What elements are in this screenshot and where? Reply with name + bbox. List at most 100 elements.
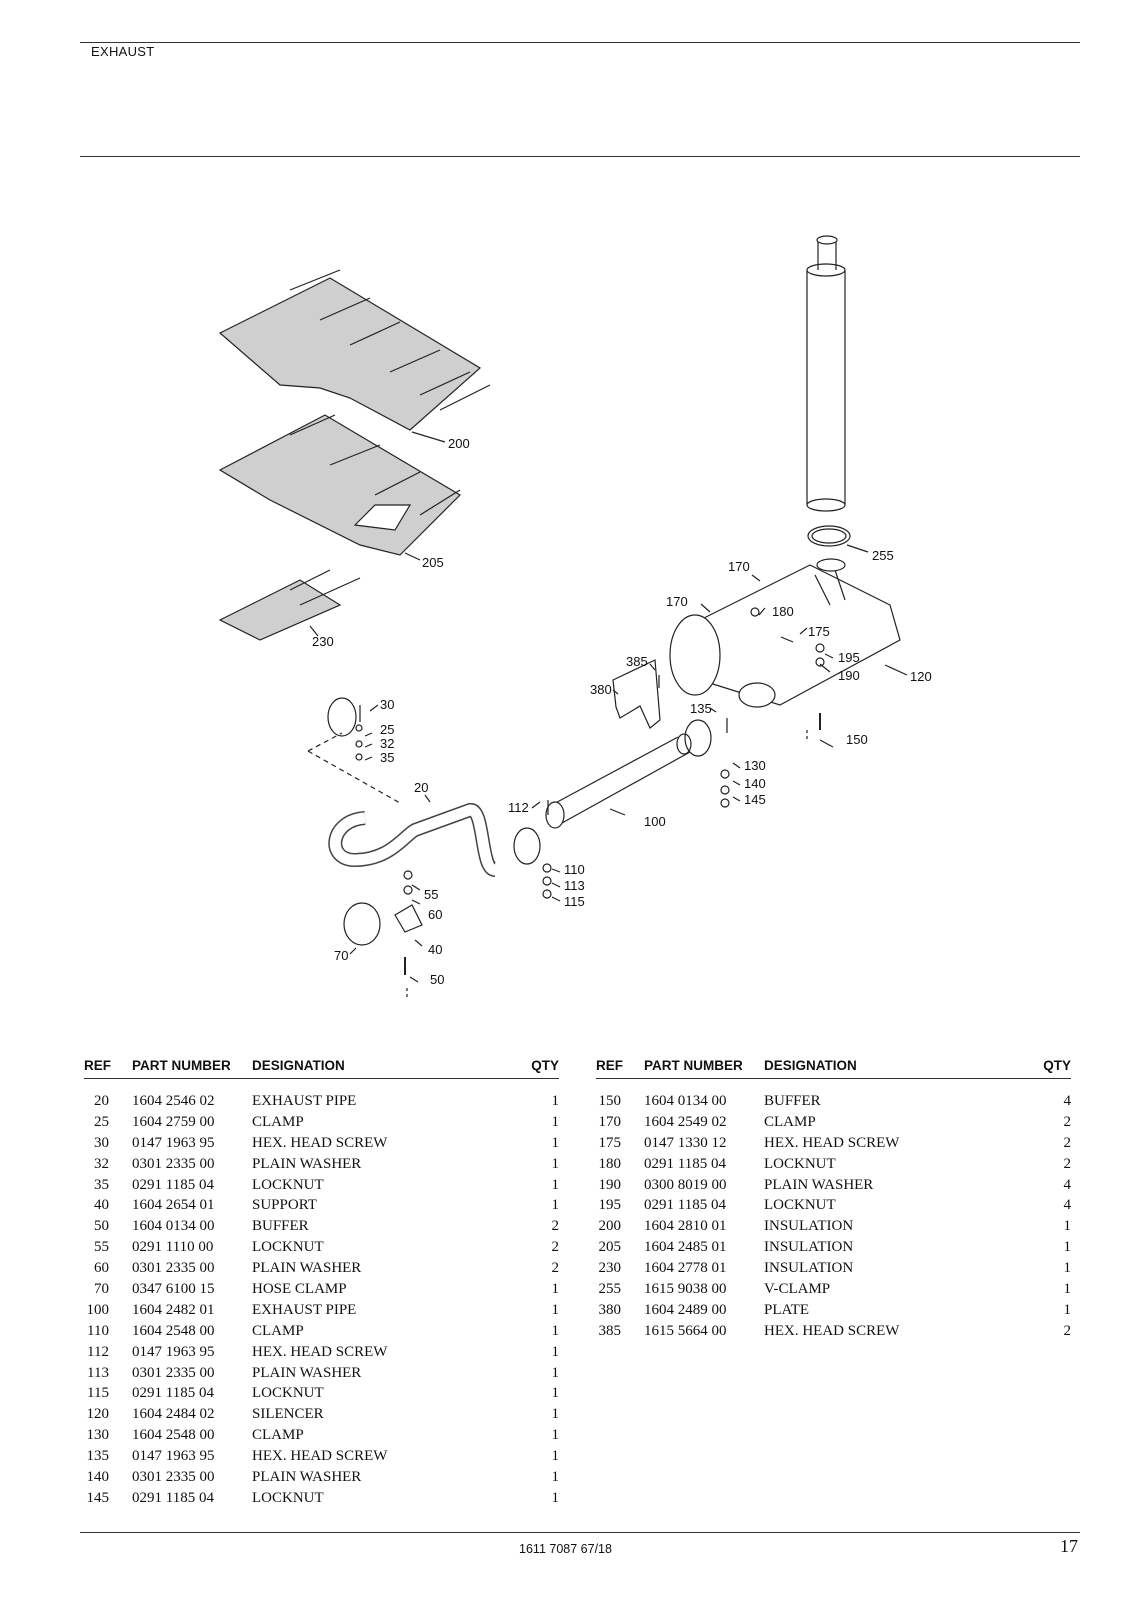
- callout-label: 170: [728, 559, 750, 574]
- ref-cell: 32: [94, 1155, 109, 1172]
- qty-cell: 2: [1063, 1113, 1072, 1130]
- designation-cell: CLAMP: [252, 1322, 304, 1339]
- part-number-cell: 1615 9038 00: [644, 1281, 727, 1298]
- callout-label: 380: [590, 682, 612, 697]
- callout-label: 200: [448, 436, 470, 451]
- qty-cell: 1: [551, 1448, 560, 1465]
- ref-cell: 25: [94, 1113, 109, 1130]
- callout-label: 112: [508, 800, 529, 815]
- callout-label: 30: [380, 697, 394, 712]
- ref-cell: 100: [86, 1301, 110, 1318]
- qty-cell: 1: [551, 1343, 560, 1360]
- qty-cell: 4: [1063, 1093, 1072, 1109]
- callout-label: 170: [666, 594, 688, 609]
- qty-cell: 1: [1063, 1218, 1072, 1235]
- callout-label: 50: [430, 972, 444, 987]
- ref-cell: 195: [598, 1197, 622, 1214]
- designation-cell: INSULATION: [764, 1218, 854, 1235]
- designation-cell: PLAIN WASHER: [764, 1176, 874, 1193]
- designation-cell: HEX. HEAD SCREW: [252, 1343, 388, 1360]
- callout-label: 100: [644, 814, 666, 829]
- qty-cell: 1: [551, 1427, 560, 1444]
- col-ref: REF: [596, 1058, 623, 1073]
- designation-cell: SILENCER: [252, 1406, 324, 1423]
- exploded-parts-diagram: 200 205 230 255 170 170 180 175 195 190 …: [218, 235, 932, 1000]
- header-bottom-rule: [80, 156, 1080, 157]
- part-number-cell: 0147 1963 95: [132, 1448, 215, 1465]
- designation-cell: BUFFER: [764, 1093, 821, 1109]
- qty-cell: 1: [551, 1385, 560, 1402]
- ref-cell: 70: [94, 1281, 109, 1298]
- callout-label: 190: [838, 668, 860, 683]
- qty-cell: 1: [551, 1176, 560, 1193]
- designation-cell: PLAIN WASHER: [252, 1260, 362, 1277]
- ref-cell: 205: [598, 1239, 622, 1256]
- ref-cell: 112: [87, 1343, 109, 1360]
- table-header: REF PART NUMBER DESIGNATION QTY: [596, 1058, 1071, 1079]
- callout-label: 140: [744, 776, 766, 791]
- part-number-cell: 0301 2335 00: [132, 1364, 215, 1381]
- callout-label: 255: [872, 548, 894, 563]
- ref-cell: 115: [87, 1385, 109, 1402]
- ref-cell: 110: [87, 1322, 109, 1339]
- callout-label: 70: [334, 948, 348, 963]
- part-number-cell: 0347 6100 15: [132, 1281, 215, 1298]
- designation-cell: CLAMP: [252, 1113, 304, 1130]
- callout-label: 230: [312, 634, 334, 649]
- qty-cell: 1: [1063, 1260, 1072, 1277]
- ref-cell: 135: [86, 1448, 110, 1465]
- designation-cell: LOCKNUT: [252, 1239, 324, 1256]
- qty-cell: 4: [1063, 1176, 1072, 1193]
- qty-cell: 1: [551, 1155, 560, 1172]
- part-number-cell: 1604 2778 01: [644, 1260, 727, 1277]
- part-number-cell: 1604 2654 01: [132, 1197, 215, 1214]
- designation-cell: EXHAUST PIPE: [252, 1301, 357, 1318]
- callout-label: 40: [428, 942, 442, 957]
- qty-cell: 4: [1063, 1197, 1072, 1214]
- ref-cell: 200: [598, 1218, 622, 1235]
- callout-label: 20: [414, 780, 428, 795]
- part-number-cell: 1604 2549 02: [644, 1113, 727, 1130]
- section-title: EXHAUST: [91, 44, 155, 59]
- callout-label: 150: [846, 732, 868, 747]
- ref-cell: 35: [94, 1176, 109, 1193]
- callout-label: 120: [910, 669, 932, 684]
- designation-cell: PLAIN WASHER: [252, 1155, 362, 1172]
- col-designation: DESIGNATION: [764, 1058, 857, 1073]
- callout-label: 60: [428, 907, 442, 922]
- qty-cell: 2: [551, 1260, 560, 1277]
- part-number-cell: 1615 5664 00: [644, 1322, 727, 1339]
- part-number-cell: 0301 2335 00: [132, 1469, 215, 1486]
- part-number-cell: 1604 2485 01: [644, 1239, 727, 1256]
- qty-cell: 1: [1063, 1281, 1072, 1298]
- qty-cell: 2: [1063, 1134, 1072, 1151]
- qty-cell: 1: [551, 1301, 560, 1318]
- part-number-cell: 1604 0134 00: [644, 1093, 727, 1109]
- qty-cell: 1: [551, 1197, 560, 1214]
- designation-cell: SUPPORT: [252, 1197, 317, 1214]
- qty-cell: 1: [551, 1281, 560, 1298]
- designation-cell: CLAMP: [252, 1427, 304, 1444]
- part-number-cell: 0291 1185 04: [644, 1197, 726, 1214]
- col-qty: QTY: [1043, 1058, 1071, 1073]
- callout-label: 55: [424, 887, 438, 902]
